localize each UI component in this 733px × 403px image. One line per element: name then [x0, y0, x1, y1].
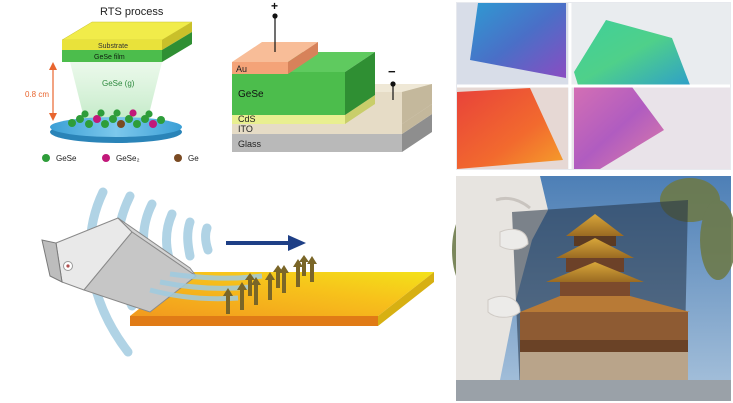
au-contact-front: [232, 62, 288, 74]
thumb: [499, 228, 529, 250]
scan-direction-arrow-head: [288, 235, 306, 251]
source-particles: [68, 109, 165, 128]
ito-side: [402, 104, 432, 134]
photo-ground: [456, 380, 731, 401]
semitransparent-film-photo: [452, 176, 733, 401]
positive-terminal: [272, 13, 278, 19]
glove-fold: [495, 196, 531, 210]
substrate-plate-top: [130, 272, 434, 316]
gese-absorber-front: [232, 72, 345, 115]
negative-label: −: [388, 64, 396, 79]
au-contact-side: [288, 42, 318, 74]
glass-front: [232, 134, 402, 152]
gese-film-label: GeSe film: [94, 54, 125, 61]
photo-tile-red-film: [457, 88, 563, 169]
distance-label: 0.8 cm: [25, 90, 49, 99]
glass-side: [402, 114, 432, 152]
ito-label: ITO: [238, 124, 253, 134]
substrate-front-face: [62, 40, 162, 50]
substrate-side-face: [162, 22, 192, 50]
distance-arrow-down-head: [49, 113, 57, 121]
rts-title: RTS process: [100, 6, 164, 18]
vapor-label: GeSe (g): [102, 79, 135, 88]
substrate-label: Substrate: [98, 43, 128, 50]
legend-gese2-marker: [102, 154, 110, 162]
photo-tile-purple-film: [574, 87, 664, 169]
vapor-rise-arrows: [223, 255, 317, 314]
rts-process-panel: RTS process Substrate GeSe film GeSe (g)…: [25, 6, 199, 163]
gese-film-side-face: [162, 32, 192, 62]
legend-gese2-label: GeSe₂: [116, 154, 140, 163]
substrate-plate-front: [130, 316, 378, 326]
finger: [487, 296, 521, 318]
gese-layer-label: GeSe: [238, 89, 264, 100]
legend-ge-label: Ge: [188, 154, 199, 163]
deposition-schematic-panel: [41, 187, 434, 357]
photo-tile-blue-film: [470, 3, 566, 78]
legend-ge-marker: [174, 154, 182, 162]
glass-label: Glass: [238, 139, 262, 149]
ito-step-side: [402, 84, 432, 124]
legend-gese-marker: [42, 154, 50, 162]
particle-legend: GeSe GeSe₂ Ge: [42, 154, 199, 163]
device-structure-panel: + − Au GeSe CdS ITO Glass: [232, 0, 432, 152]
vapor-region: [70, 62, 162, 118]
distance-arrow-up-head: [49, 62, 57, 70]
ito-front: [232, 124, 402, 134]
cds-side: [345, 95, 375, 124]
positive-label: +: [271, 0, 278, 13]
au-label: Au: [236, 64, 247, 74]
negative-terminal: [390, 81, 396, 87]
photo-tile-green-film: [574, 20, 690, 85]
gese-film-front-face: [62, 50, 162, 62]
substrate-plate-side: [378, 272, 434, 326]
cds-label: CdS: [238, 114, 256, 124]
film-color-photos: [456, 2, 731, 170]
source-boat: [50, 117, 182, 137]
gese-absorber-side: [345, 52, 375, 115]
legend-gese-label: GeSe: [56, 154, 77, 163]
cds-front: [232, 115, 345, 124]
